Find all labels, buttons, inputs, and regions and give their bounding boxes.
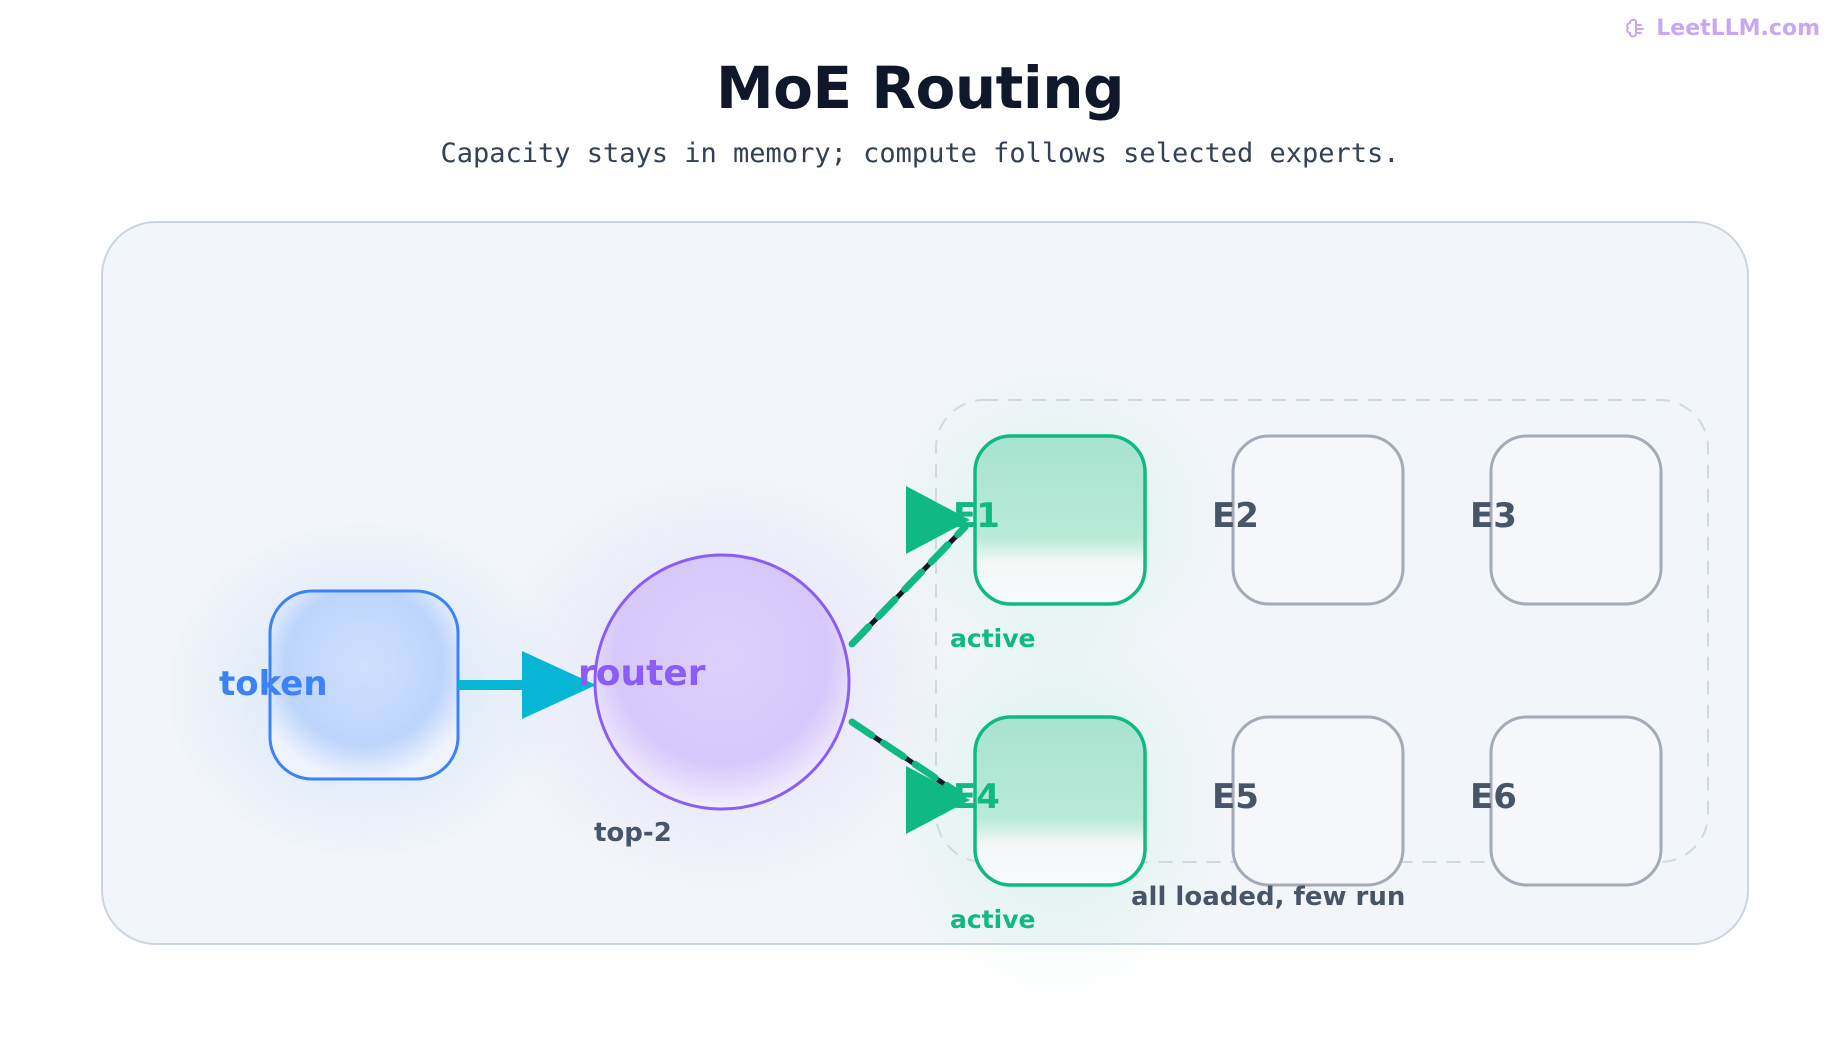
router-e1-arrow [848, 486, 970, 648]
expert-label-e1: E1 [953, 496, 1000, 536]
expert-label-e5: E5 [1212, 777, 1259, 817]
router-label: router [578, 653, 706, 694]
brand-name: LeetLLM.com [1656, 16, 1820, 41]
router-e4-arrow [848, 718, 970, 834]
router-note: top-2 [594, 818, 672, 848]
brain-icon [1626, 18, 1645, 38]
expert-box-e5[interactable] [1231, 715, 1405, 887]
pool-note: all loaded, few run [1131, 882, 1405, 912]
page-title: MoE Routing [715, 54, 1125, 122]
expert-status-e4: active [950, 905, 1035, 934]
expert-pool [935, 399, 1709, 863]
expert-box-e2[interactable] [1231, 434, 1405, 606]
token-label: token [219, 664, 328, 704]
expert-box-e6[interactable] [1489, 715, 1663, 887]
expert-status-e1: active [950, 624, 1035, 653]
expert-label-e3: E3 [1470, 496, 1517, 536]
expert-label-e4: E4 [953, 777, 1000, 817]
router-node[interactable] [593, 553, 851, 811]
expert-label-e6: E6 [1470, 777, 1517, 817]
brand-logo[interactable]: LeetLLM.com [1624, 16, 1820, 41]
expert-box-e3[interactable] [1489, 434, 1663, 606]
token-router-arrow [458, 651, 596, 719]
page-subtitle: Capacity stays in memory; compute follow… [440, 138, 1400, 169]
expert-box-e4[interactable] [973, 715, 1147, 887]
expert-box-e1[interactable] [973, 434, 1147, 606]
expert-label-e2: E2 [1212, 496, 1259, 536]
